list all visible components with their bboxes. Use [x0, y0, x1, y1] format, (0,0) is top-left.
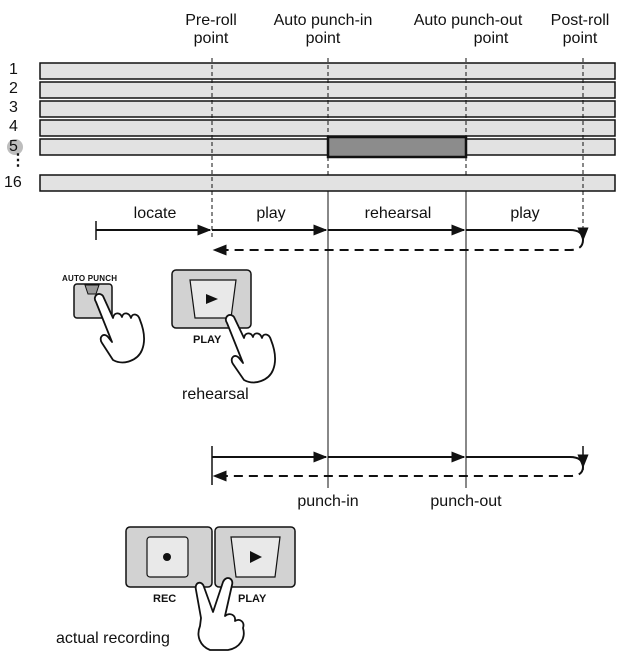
track5-badge	[7, 139, 23, 155]
punch-in-label: punch-in	[297, 493, 359, 510]
actual-recording-caption: actual recording	[56, 630, 170, 647]
recording-arrows	[211, 446, 589, 485]
track-label-highlighted: 5	[9, 138, 18, 155]
track-bar-16	[39, 174, 616, 192]
segment-rehearsal: rehearsal	[364, 205, 432, 222]
track-ellipsis: ⋮	[10, 152, 26, 169]
arrow-return	[212, 239, 584, 256]
rehearsal-arrows	[95, 221, 589, 256]
play-button[interactable]	[171, 269, 252, 329]
rec-arrow-3	[466, 454, 589, 469]
auto-punch-label: AUTO PUNCH	[62, 274, 118, 283]
auto-punch-indicator	[84, 284, 100, 295]
track-label: 1	[9, 61, 18, 78]
punch-lines	[327, 191, 467, 488]
play-button-label: PLAY	[193, 334, 222, 346]
track-label: 2	[9, 80, 18, 97]
arrow-play-2	[466, 227, 589, 242]
segment-play: play	[510, 205, 540, 222]
punch-out-label: punch-out	[430, 493, 502, 510]
pointing-hand-icon	[93, 293, 146, 364]
punch-region	[326, 135, 468, 159]
rec-arrow-return	[212, 466, 584, 482]
rehearsal-caption: rehearsal	[182, 386, 249, 403]
segment-play: play	[256, 205, 286, 222]
pointing-hand-icon	[224, 314, 277, 384]
track-label: 3	[9, 99, 18, 116]
play-button[interactable]	[214, 526, 296, 588]
rec-button[interactable]	[125, 526, 213, 588]
record-dot-icon	[163, 553, 171, 561]
segment-locate: locate	[133, 205, 177, 222]
track-bars	[39, 62, 616, 192]
play-button-label: PLAY	[238, 593, 267, 605]
play-triangle-icon	[206, 294, 218, 304]
track-label: 16	[4, 174, 22, 191]
play-triangle-icon	[250, 551, 262, 563]
point-lines	[211, 58, 584, 240]
rec-button-label: REC	[153, 593, 177, 605]
track-label: 4	[9, 118, 18, 135]
two-finger-hand-icon	[194, 577, 245, 651]
